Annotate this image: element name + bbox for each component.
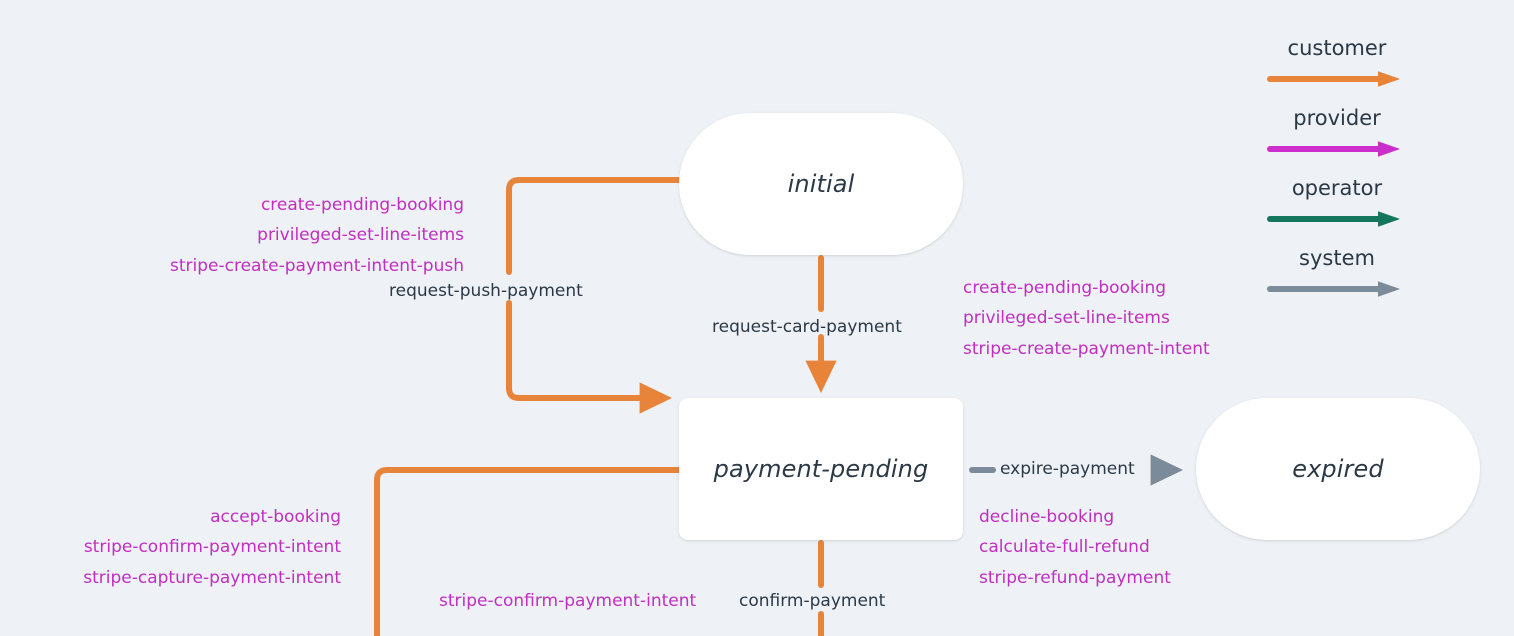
legend-label: system [1299,246,1375,270]
legend-arrow-system-icon [1267,281,1400,297]
state-node-label: initial [787,170,855,198]
transition-actions-confirm-payment: stripe-confirm-payment-intent [439,591,697,611]
legend-item-system: system [1267,246,1407,316]
transition-label-request-card-payment: request-card-payment [712,317,902,337]
transition-actions-request-push-payment: create-pending-booking privileged-set-li… [170,190,464,281]
edge-confirm-payment-left [374,467,682,636]
action-item: decline-booking [979,507,1115,527]
legend-item-provider: provider [1267,106,1407,176]
action-item: stripe-create-payment-intent-push [170,255,464,276]
legend-arrow-operator-icon [1267,211,1400,227]
legend-arrow-provider-icon [1267,141,1400,157]
action-item: stripe-refund-payment [979,567,1171,588]
action-item: create-pending-booking [260,195,464,215]
legend-label: customer [1287,36,1387,60]
state-node-label: payment-pending [713,455,929,483]
transition-label-request-push-payment: request-push-payment [389,281,583,301]
legend-label: operator [1291,176,1383,200]
action-item: privileged-set-line-items [257,225,464,246]
action-item: stripe-create-payment-intent [963,338,1210,359]
action-item: calculate-full-refund [979,537,1150,558]
transition-actions-decline-booking: decline-booking calculate-full-refund st… [979,502,1171,593]
action-item: stripe-capture-payment-intent [83,567,341,588]
state-node-payment-pending[interactable]: payment-pending [679,398,963,540]
legend-item-operator: operator [1267,176,1407,246]
transition-label-confirm-payment: confirm-payment [739,591,886,611]
action-item: accept-booking [210,507,341,527]
transition-label-expire-payment: expire-payment [1000,459,1135,479]
transition-actions-request-card-payment: create-pending-booking privileged-set-li… [963,273,1210,364]
transition-actions-accept-booking: accept-booking stripe-confirm-payment-in… [83,502,341,593]
legend-arrow-customer-icon [1267,71,1400,87]
legend: customer provider operator system [1267,36,1407,316]
state-node-label: expired [1292,455,1384,483]
state-node-expired[interactable]: expired [1196,398,1480,540]
state-node-initial[interactable]: initial [679,113,963,255]
action-item: create-pending-booking [963,278,1167,298]
action-item: stripe-confirm-payment-intent [83,537,341,558]
legend-label: provider [1293,106,1381,130]
action-item: privileged-set-line-items [963,308,1170,329]
legend-item-customer: customer [1267,36,1407,106]
